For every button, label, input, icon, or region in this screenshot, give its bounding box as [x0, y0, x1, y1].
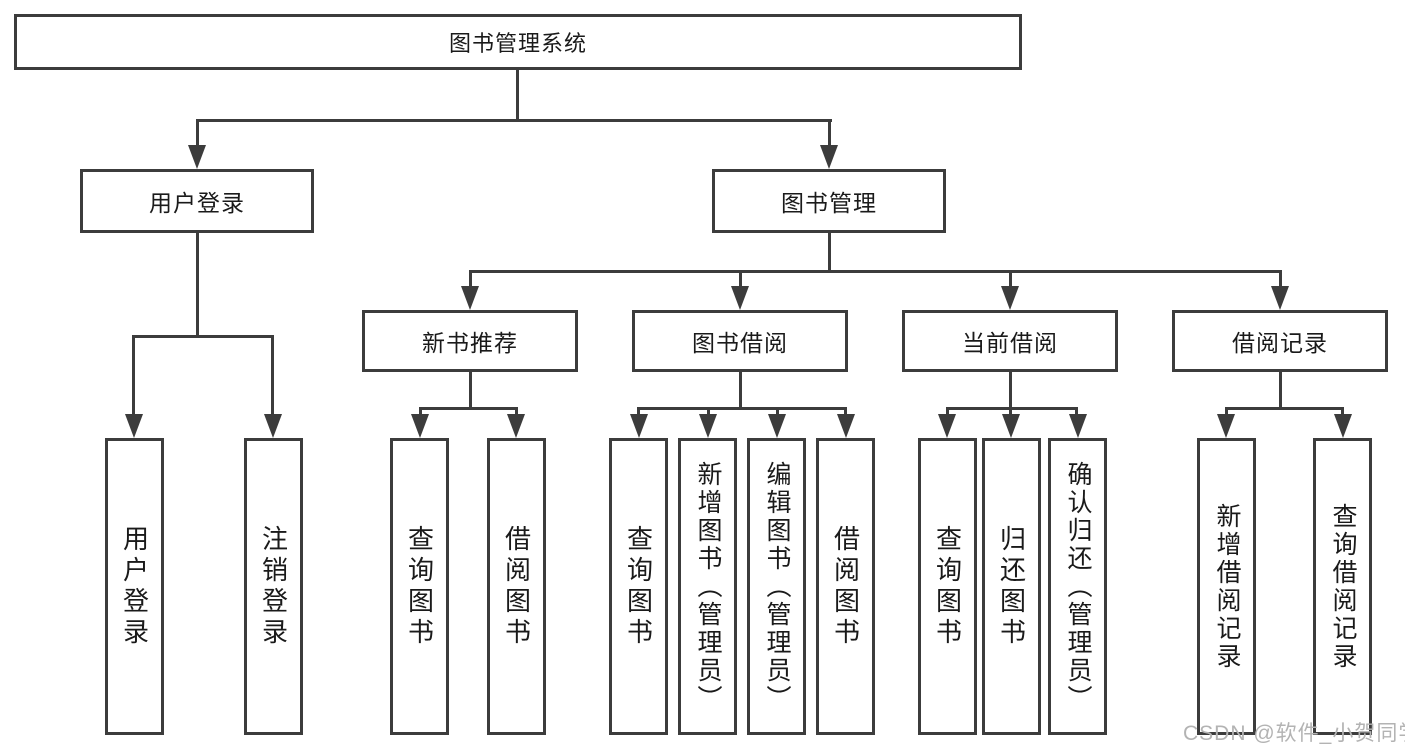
leaf-label: 查询图书: [404, 524, 435, 649]
connector-line: [1009, 273, 1012, 290]
leaf-label: 确认归还（管理员）: [1064, 460, 1092, 713]
leaf-logout: 注销登录: [244, 438, 303, 735]
connector-arrowhead: [768, 414, 786, 438]
leaf-label: 新增借阅记录: [1213, 502, 1241, 671]
connector-line: [828, 122, 831, 149]
connector-line: [196, 122, 199, 149]
connector-line: [132, 338, 135, 416]
node-new-book-recommendation: 新书推荐: [362, 310, 578, 372]
connector-arrowhead: [630, 414, 648, 438]
leaf-query-books-current: 查询图书: [918, 438, 977, 735]
node-label: 用户登录: [149, 190, 245, 216]
connector-line: [469, 270, 1282, 273]
connector-arrowhead: [188, 145, 206, 169]
connector-line: [132, 335, 274, 338]
leaf-add-books-admin: 新增图书（管理员）: [678, 438, 737, 735]
connector-arrowhead: [1271, 286, 1289, 310]
connector-arrowhead: [820, 145, 838, 169]
connector-arrowhead: [837, 414, 855, 438]
leaf-label: 注销登录: [258, 524, 289, 649]
leaf-add-borrow-record: 新增借阅记录: [1197, 438, 1256, 735]
connector-line: [1225, 407, 1344, 410]
connector-line: [419, 407, 518, 410]
leaf-query-books-recommendation: 查询图书: [390, 438, 449, 735]
leaf-label: 归还图书: [996, 524, 1027, 649]
node-label: 当前借阅: [962, 330, 1058, 356]
connector-arrowhead: [1217, 414, 1235, 438]
connector-line: [469, 273, 472, 290]
node-book-borrowing: 图书借阅: [632, 310, 848, 372]
leaf-label: 用户登录: [119, 524, 150, 649]
connector-line: [419, 410, 422, 417]
connector-arrowhead: [264, 414, 282, 438]
connector-line: [637, 407, 847, 410]
leaf-query-books-borrowing: 查询图书: [609, 438, 668, 735]
connector-line: [1225, 410, 1228, 417]
connector-line: [946, 410, 949, 417]
connector-line: [1279, 273, 1282, 290]
connector-line: [739, 273, 742, 290]
connector-arrowhead: [507, 414, 525, 438]
connector-line: [469, 372, 472, 409]
csdn-watermark: CSDN @软件_小贺同学: [1183, 722, 1405, 745]
leaf-label: 借阅图书: [501, 524, 532, 649]
connector-line: [516, 70, 519, 122]
connector-line: [196, 119, 832, 122]
connector-line: [271, 338, 274, 416]
node-label: 借阅记录: [1232, 330, 1328, 356]
connector-arrowhead: [731, 286, 749, 310]
connector-arrowhead: [1069, 414, 1087, 438]
connector-line: [196, 233, 199, 337]
node-label: 图书借阅: [692, 330, 788, 356]
leaf-label: 查询图书: [932, 524, 963, 649]
connector-arrowhead: [461, 286, 479, 310]
node-label: 新书推荐: [422, 330, 518, 356]
connector-line: [828, 233, 831, 272]
leaf-borrow-books: 借阅图书: [816, 438, 875, 735]
connector-arrowhead: [699, 414, 717, 438]
node-borrowing-records: 借阅记录: [1172, 310, 1388, 372]
leaf-label: 编辑图书（管理员）: [763, 460, 791, 713]
connector-line: [1341, 410, 1344, 417]
connector-arrowhead: [411, 414, 429, 438]
connector-line: [515, 410, 518, 417]
connector-line: [946, 407, 1078, 410]
node-label: 图书管理系统: [448, 31, 587, 56]
node-user-login: 用户登录: [80, 169, 314, 233]
leaf-label: 查询借阅记录: [1329, 502, 1357, 671]
leaf-query-borrow-record: 查询借阅记录: [1313, 438, 1372, 735]
connector-line: [844, 410, 847, 417]
node-book-management: 图书管理: [712, 169, 946, 233]
connector-arrowhead: [938, 414, 956, 438]
connector-arrowhead: [1334, 414, 1352, 438]
connector-line: [637, 410, 640, 417]
connector-line: [707, 410, 710, 417]
connector-line: [1075, 410, 1078, 417]
connector-arrowhead: [125, 414, 143, 438]
node-library-management-system: 图书管理系统: [14, 14, 1022, 70]
leaf-edit-books-admin: 编辑图书（管理员）: [747, 438, 806, 735]
connector-line: [1009, 410, 1012, 417]
connector-line: [1279, 372, 1282, 409]
connector-line: [739, 372, 742, 409]
leaf-user-login: 用户登录: [105, 438, 164, 735]
leaf-label: 查询图书: [623, 524, 654, 649]
leaf-return-books: 归还图书: [982, 438, 1041, 735]
leaf-label: 新增图书（管理员）: [694, 460, 722, 713]
leaf-borrow-books-recommendation: 借阅图书: [487, 438, 546, 735]
node-current-borrowing: 当前借阅: [902, 310, 1118, 372]
leaf-label: 借阅图书: [830, 524, 861, 649]
node-label: 图书管理: [781, 190, 877, 216]
connector-line: [1009, 372, 1012, 409]
connector-line: [776, 410, 779, 417]
connector-arrowhead: [1002, 414, 1020, 438]
leaf-confirm-return-admin: 确认归还（管理员）: [1048, 438, 1107, 735]
connector-arrowhead: [1001, 286, 1019, 310]
